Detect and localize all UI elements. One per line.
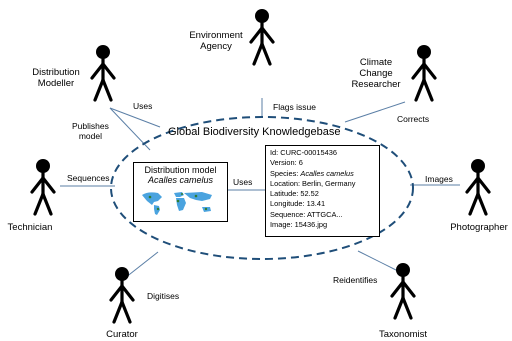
world-map-icon [138,189,223,217]
model-heading: Distribution model [144,165,217,175]
environment-agency-figure [249,9,275,66]
specimen-record: Id: CURC-00015436 Version: 6 Species: Ac… [265,145,380,237]
curator-label: Curator [106,329,138,340]
taxonomist-label: Taxonomist [378,329,428,340]
edge-label-images: Images [425,174,453,184]
climate-researcher-figure [411,45,437,102]
edge-climate-researcher [344,101,406,123]
model-species: Acalles camelus [147,175,214,185]
edge-label-model-uses: Uses [233,177,253,187]
edge-curator [124,251,159,279]
record-longitude: Longitude: 13.41 [270,199,326,209]
record-latitude: Latitude: 52.52 [270,189,319,199]
edge-label-flags-issue: Flags issue [273,102,316,112]
record-version: Version: 6 [270,158,303,168]
distribution-model-box: Distribution model Acalles camelus [133,162,228,222]
taxonomist-figure [390,263,416,320]
knowledgebase-title: Global Biodiversity Knowledgebase [168,126,341,138]
edge-modeller-uses [109,107,161,128]
edge-label-publishes-model: Publishes model [72,121,109,141]
edge-taxonomist [357,250,401,273]
environment-agency-label: Environment Agency [189,30,243,52]
photographer-figure [465,159,491,216]
record-image: Image: 15436.jpg [270,220,328,230]
edge-label-sequences: Sequences [67,173,110,183]
edge-label-reidentifies: Reidentifies [333,275,378,285]
climate-researcher-label: Climate Change Researcher [351,57,401,90]
curator-figure [109,267,135,324]
knowledgebase-ellipse [110,116,414,260]
record-sequence: Sequence: ATTGCA... [270,209,343,219]
record-location: Location: Berlin, Germany [270,178,356,188]
distribution-modeller-label: Distribution Modeller [32,67,80,89]
distribution-modeller-figure [90,45,116,102]
edge-label-digitises: Digitises [147,291,180,301]
edge-label-uses: Uses [133,101,153,111]
record-species: Species: Acalles camelus [270,168,354,178]
technician-label: Technician [7,222,53,233]
edge-label-corrects: Corrects [397,114,430,124]
technician-figure [30,159,56,216]
record-id: Id: CURC-00015436 [270,148,337,157]
photographer-label: Photographer [450,222,508,233]
